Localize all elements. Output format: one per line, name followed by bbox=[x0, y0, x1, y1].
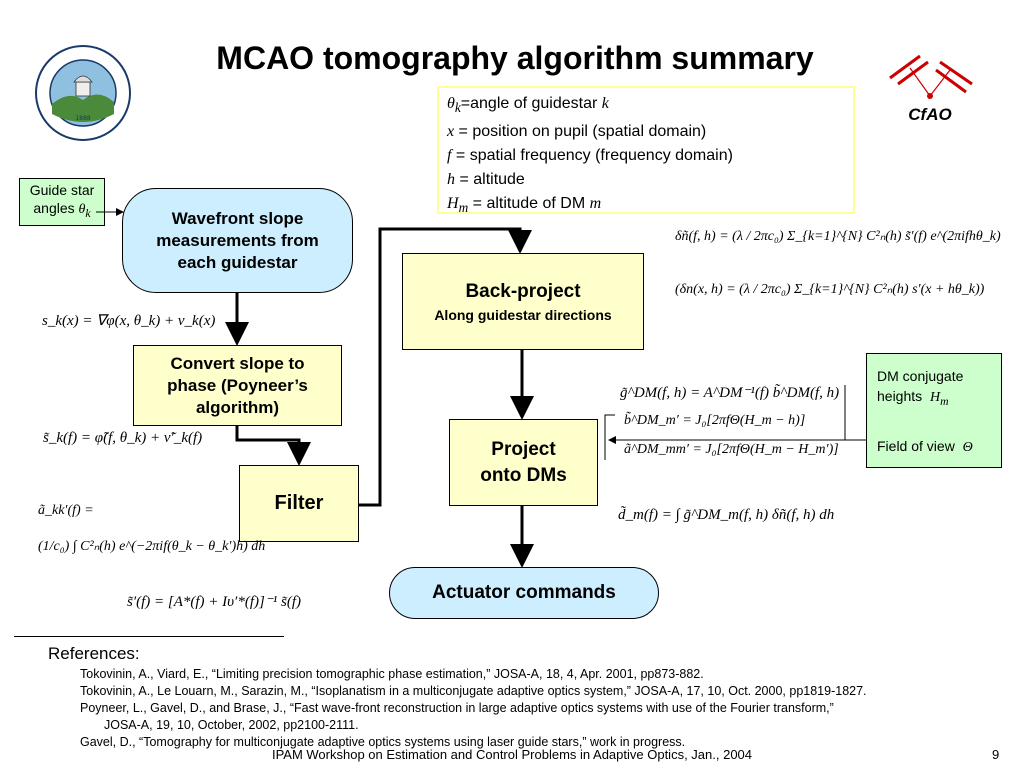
arrow-filter-to-backproject bbox=[359, 227, 532, 507]
lick-observatory-logo: 1888 bbox=[35, 45, 131, 141]
back-project-title: Back-project bbox=[465, 280, 581, 302]
dm-label-2: heights Hm bbox=[877, 388, 949, 408]
slide-title: MCAO tomography algorithm summary bbox=[216, 40, 814, 76]
legend-line-f: f = spatial frequency (frequency domain) bbox=[447, 147, 733, 165]
reference-item: Tokovinin, A., Viard, E., “Limiting prec… bbox=[80, 667, 704, 681]
legend-line-h: h = altitude bbox=[447, 171, 525, 189]
svg-text:1888: 1888 bbox=[75, 115, 90, 122]
svg-text:CfAO: CfAO bbox=[908, 105, 951, 124]
bracket-eq-left bbox=[604, 414, 615, 460]
arrow-convert-to-filter bbox=[235, 426, 311, 466]
equation-backproject-space: (δn(x, h) = (λ / 2πc₀) Σ_{k=1}^{N} C²ₙ(h… bbox=[675, 282, 985, 297]
legend-line-theta: θk=angle of guidestar k bbox=[447, 95, 609, 116]
back-project-subtitle: Along guidestar directions bbox=[434, 306, 612, 323]
equation-d-m: d̃_m(f) = ∫ g̃^DM_m(f, h) δñ(f, h) dh bbox=[618, 507, 835, 523]
legend-line-hm: Hm = altitude of DM m bbox=[447, 195, 602, 216]
equation-backproject-freq: δñ(f, h) = (λ / 2πc₀) Σ_{k=1}^{N} C²ₙ(h)… bbox=[675, 229, 1001, 244]
footer-text: IPAM Workshop on Estimation and Control … bbox=[271, 747, 753, 762]
page-number: 9 bbox=[992, 747, 1000, 762]
dm-label-3: Field of view Θ bbox=[877, 437, 973, 455]
dm-label-1: DM conjugate bbox=[877, 368, 964, 384]
symbol-legend: θk=angle of guidestar k x = position on … bbox=[437, 86, 855, 215]
actuator-commands-box: Actuator commands bbox=[389, 567, 659, 619]
reference-item: Gavel, D., “Tomography for multiconjugat… bbox=[80, 735, 686, 749]
equation-a-bottom: (1/c₀) ∫ C²ₙ(h) e^(−2πif(θ_k − θ_k′)h) d… bbox=[38, 539, 266, 554]
equation-a-dm: ã^DM_mm′ = J₀[2πfΘ(H_m − H_m′)] bbox=[624, 442, 839, 457]
convert-slope-box: Convert slope to phase (Poyneer’s algori… bbox=[133, 345, 342, 426]
equation-b-dm: b̃^DM_m′ = J₀[2πfΘ(H_m − h)] bbox=[624, 413, 806, 428]
legend-line-x: x = position on pupil (spatial domain) bbox=[447, 123, 707, 141]
guide-star-label-1: Guide star bbox=[29, 182, 95, 199]
back-project-box: Back-project Along guidestar directions bbox=[402, 253, 644, 350]
references-divider bbox=[14, 636, 284, 637]
references-heading: References: bbox=[48, 644, 140, 663]
guide-star-label-2: angles θk bbox=[33, 200, 91, 220]
equation-a-top: ã_kk′(f) = bbox=[38, 503, 94, 518]
reference-item-continued: JOSA-A, 19, 10, October, 2002, pp2100-21… bbox=[104, 718, 359, 732]
bracket-dm-to-g bbox=[844, 385, 866, 441]
equation-g-dm: g̃^DM(f, h) = A^DM⁻¹(f) b̃^DM(f, h) bbox=[620, 385, 840, 401]
guide-star-angles-box: Guide star angles θk bbox=[19, 178, 105, 226]
reference-item: Poyneer, L., Gavel, D., and Brase, J., “… bbox=[80, 701, 834, 715]
cfao-logo: CfAO bbox=[889, 54, 973, 124]
equation-slope-freq: s̃_k(f) = φ̃(f, θ_k) + ν̃′_k(f) bbox=[43, 430, 203, 446]
equation-slope: s_k(x) = ∇φ(x, θ_k) + ν_k(x) bbox=[42, 313, 216, 329]
equation-s-prime: s̃′(f) = [A*(f) + Iυ′*(f)]⁻¹ s̃(f) bbox=[127, 594, 301, 610]
filter-box: Filter bbox=[239, 465, 359, 542]
dm-conjugate-box: DM conjugate heights Hm Field of view Θ bbox=[866, 353, 1002, 468]
reference-item: Tokovinin, A., Le Louarn, M., Sarazin, M… bbox=[80, 684, 867, 698]
wavefront-slope-box: Wavefront slope measurements from each g… bbox=[122, 188, 353, 293]
